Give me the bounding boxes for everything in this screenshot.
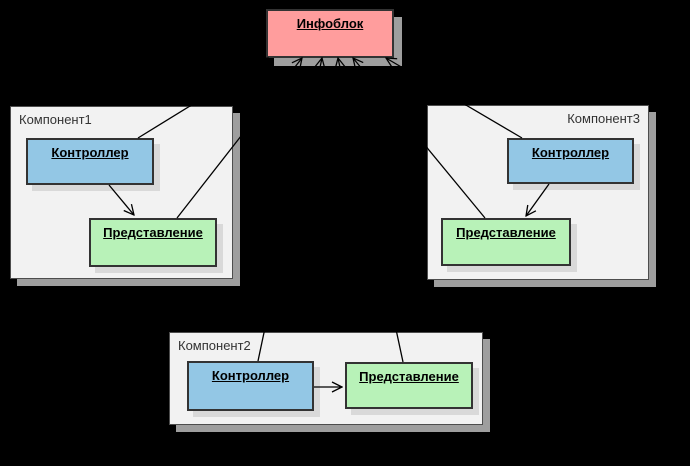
component2-title: Компонент2 xyxy=(178,338,251,353)
component1-controller-node: Контроллер xyxy=(26,138,154,185)
component2-controller-node: Контроллер xyxy=(187,361,314,411)
component1-controller-label: Контроллер xyxy=(51,145,129,160)
edge-ctrl2-infoblock xyxy=(257,58,322,362)
infoblock-node: Инфоблок xyxy=(266,9,394,58)
component3-view-label: Представление xyxy=(456,225,556,240)
component3-controller-label: Контроллер xyxy=(531,145,610,160)
component3-controller-node: Контроллер xyxy=(507,138,634,184)
infoblock-label: Инфоблок xyxy=(296,16,364,31)
component1-view-label: Представление xyxy=(103,225,203,240)
component1-title: Компонент1 xyxy=(19,112,92,127)
component2-view-label: Представление xyxy=(359,369,459,384)
edge-view2-infoblock xyxy=(338,58,404,363)
component3-view-node: Представление xyxy=(441,218,571,266)
component2-view-node: Представление xyxy=(345,362,473,409)
component2-controller-label: Контроллер xyxy=(211,368,290,383)
component3-title: Компонент3 xyxy=(567,111,640,126)
component1-view-node: Представление xyxy=(89,218,217,267)
